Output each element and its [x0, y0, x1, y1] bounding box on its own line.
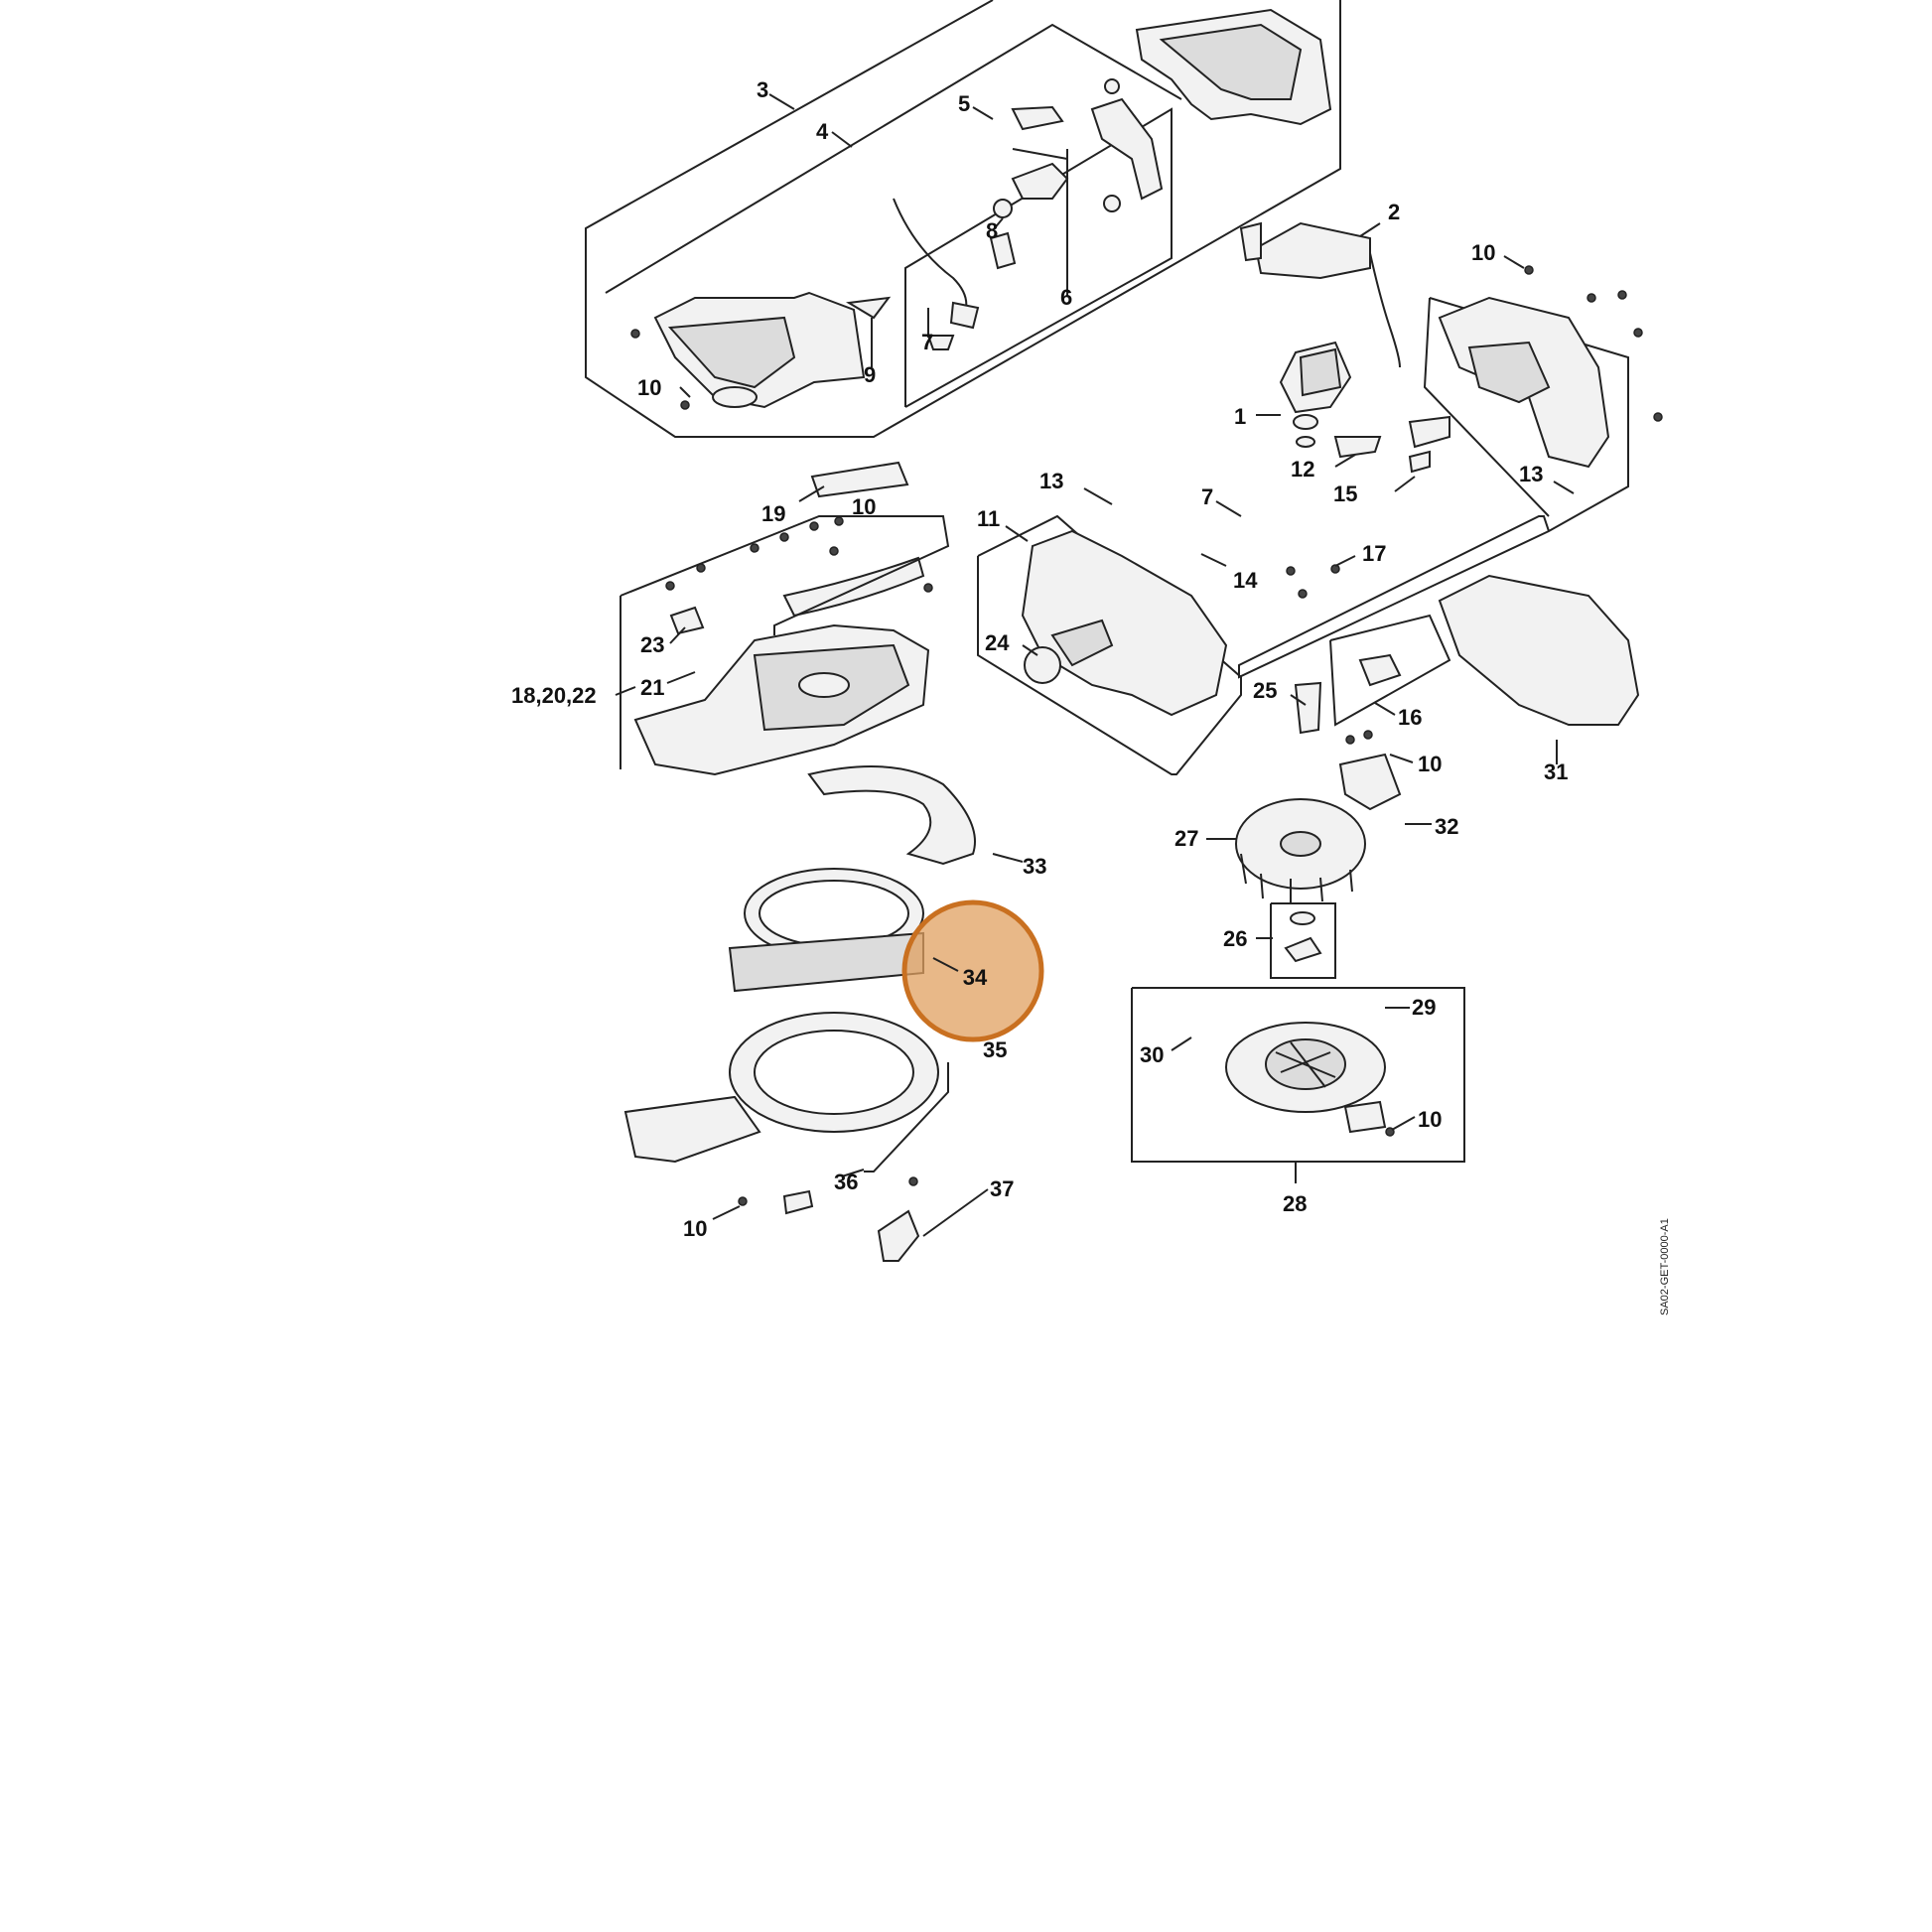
leader-lines — [615, 93, 1575, 1237]
label-13a: 13 — [1039, 469, 1063, 493]
switch-parts — [846, 78, 1164, 350]
label-11: 11 — [977, 506, 1000, 531]
label-10c: 10 — [852, 494, 876, 519]
label-8: 8 — [986, 218, 998, 243]
label-36: 36 — [834, 1170, 858, 1194]
small-parts-12-15 — [1333, 415, 1450, 474]
label-7b: 7 — [1201, 484, 1213, 509]
fan-housing-frame — [620, 515, 950, 776]
label-5: 5 — [958, 91, 970, 116]
label-24: 24 — [985, 630, 1010, 655]
label-17: 17 — [1362, 541, 1386, 566]
electronics-board — [1239, 221, 1401, 368]
label-1: 1 — [1234, 404, 1246, 429]
label-6: 6 — [1060, 285, 1072, 310]
label-35: 35 — [983, 1037, 1007, 1062]
filter-frame — [1131, 987, 1465, 1163]
handle-half-shell — [1135, 8, 1332, 126]
label-10a: 10 — [637, 375, 661, 400]
label-31: 31 — [1544, 759, 1568, 784]
fan-wheel — [1235, 798, 1366, 903]
label-33: 33 — [1023, 854, 1046, 879]
label-23: 23 — [640, 632, 664, 657]
cover-parts — [782, 461, 925, 618]
label-10b: 10 — [1471, 240, 1495, 265]
highlight-circle[interactable] — [901, 899, 1044, 1042]
impeller-ring — [728, 868, 924, 993]
motor-cover-frame — [977, 514, 1242, 775]
right-housing-frame — [1238, 296, 1629, 679]
document-code: SA02-GET-0000-A1 — [1659, 1218, 1671, 1315]
label-10f: 10 — [683, 1216, 707, 1241]
label-10d: 10 — [1418, 752, 1442, 776]
hose — [807, 765, 976, 866]
label-21: 21 — [640, 675, 664, 700]
label-30: 30 — [1140, 1042, 1164, 1067]
label-182022: 18,20,22 — [511, 683, 597, 708]
label-3: 3 — [757, 77, 768, 102]
bottom-small-parts — [782, 1189, 920, 1262]
motor-assembly — [1279, 341, 1352, 448]
side-cover — [1438, 574, 1640, 726]
label-19: 19 — [761, 501, 785, 526]
label-9: 9 — [864, 362, 876, 387]
label-26: 26 — [1223, 926, 1247, 951]
label-4: 4 — [816, 119, 829, 144]
label-16: 16 — [1398, 705, 1422, 730]
small-parts-16-25-32 — [1294, 614, 1451, 811]
handle-housing-frame — [585, 0, 1341, 438]
label-27: 27 — [1174, 826, 1198, 851]
label-10e: 10 — [1418, 1107, 1442, 1132]
label-12: 12 — [1291, 457, 1314, 482]
part-labels: 3 4 5 8 6 7 9 10 2 10 1 12 15 13 13 19 1… — [511, 77, 1568, 1241]
lower-fan-housing — [623, 1012, 949, 1173]
label-2: 2 — [1388, 200, 1400, 224]
label-14: 14 — [1233, 568, 1258, 593]
label-32: 32 — [1435, 814, 1458, 839]
handle-housing-part — [653, 291, 866, 409]
label-37: 37 — [990, 1176, 1014, 1201]
highlight-label[interactable]: 34 — [963, 965, 988, 990]
label-25: 25 — [1253, 678, 1277, 703]
washer-frame — [1270, 902, 1336, 979]
label-7a: 7 — [921, 330, 933, 354]
label-29: 29 — [1412, 995, 1436, 1020]
label-15: 15 — [1333, 482, 1357, 506]
label-28: 28 — [1283, 1191, 1307, 1216]
label-13b: 13 — [1519, 462, 1543, 486]
